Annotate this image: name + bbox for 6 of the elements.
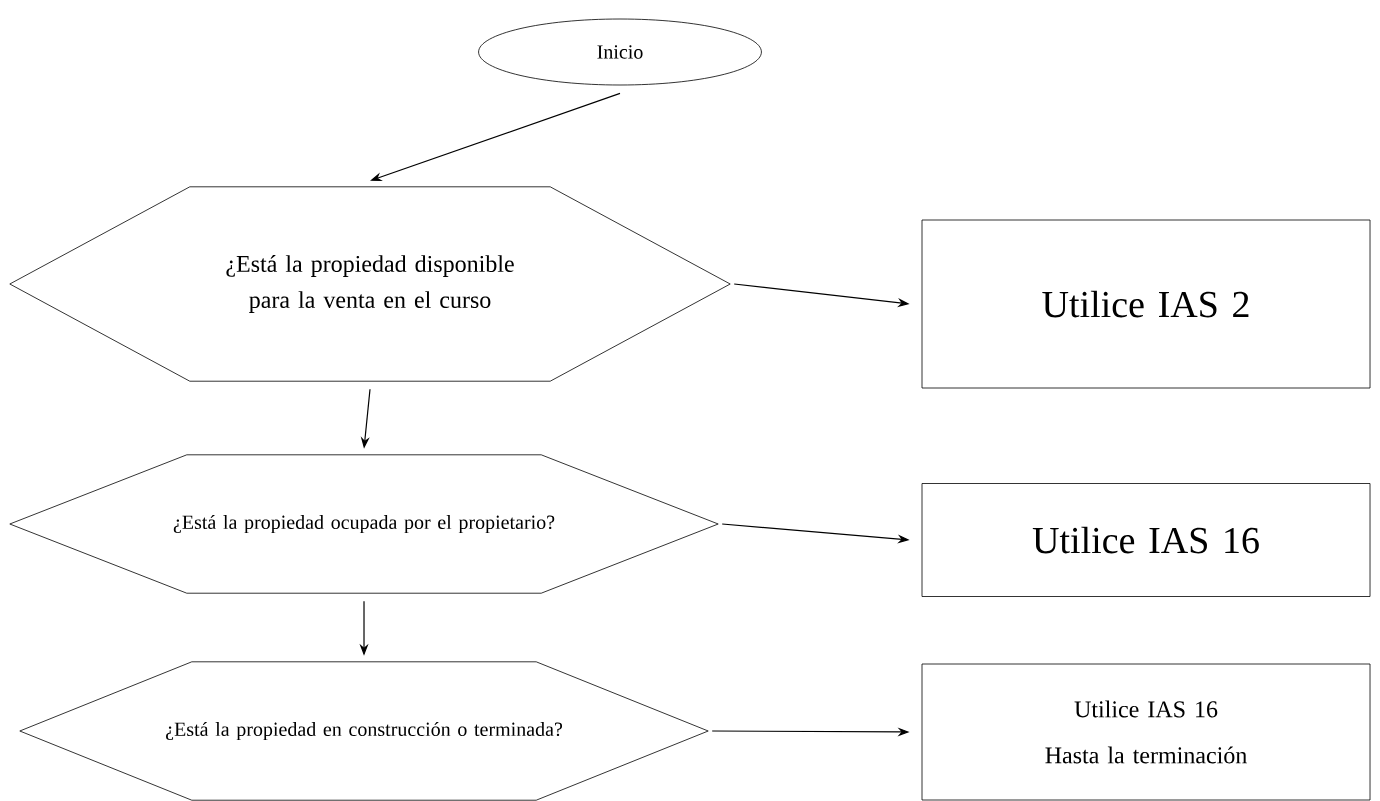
decision-hexagon: ¿Está la propiedad en construcción o terminada? bbox=[19, 661, 709, 801]
decision-hexagon: ¿Está la propiedad ocupada por el propietario? bbox=[9, 454, 719, 594]
decision-hexagon: ¿Está la propiedad disponible para la venta en el curso bbox=[9, 186, 731, 382]
process-box: Utilice IAS 16 bbox=[921, 483, 1371, 597]
process-box: Utilice IAS 2 bbox=[921, 219, 1371, 389]
process-box: Utilice IAS 16 Hasta la terminación bbox=[921, 663, 1371, 801]
